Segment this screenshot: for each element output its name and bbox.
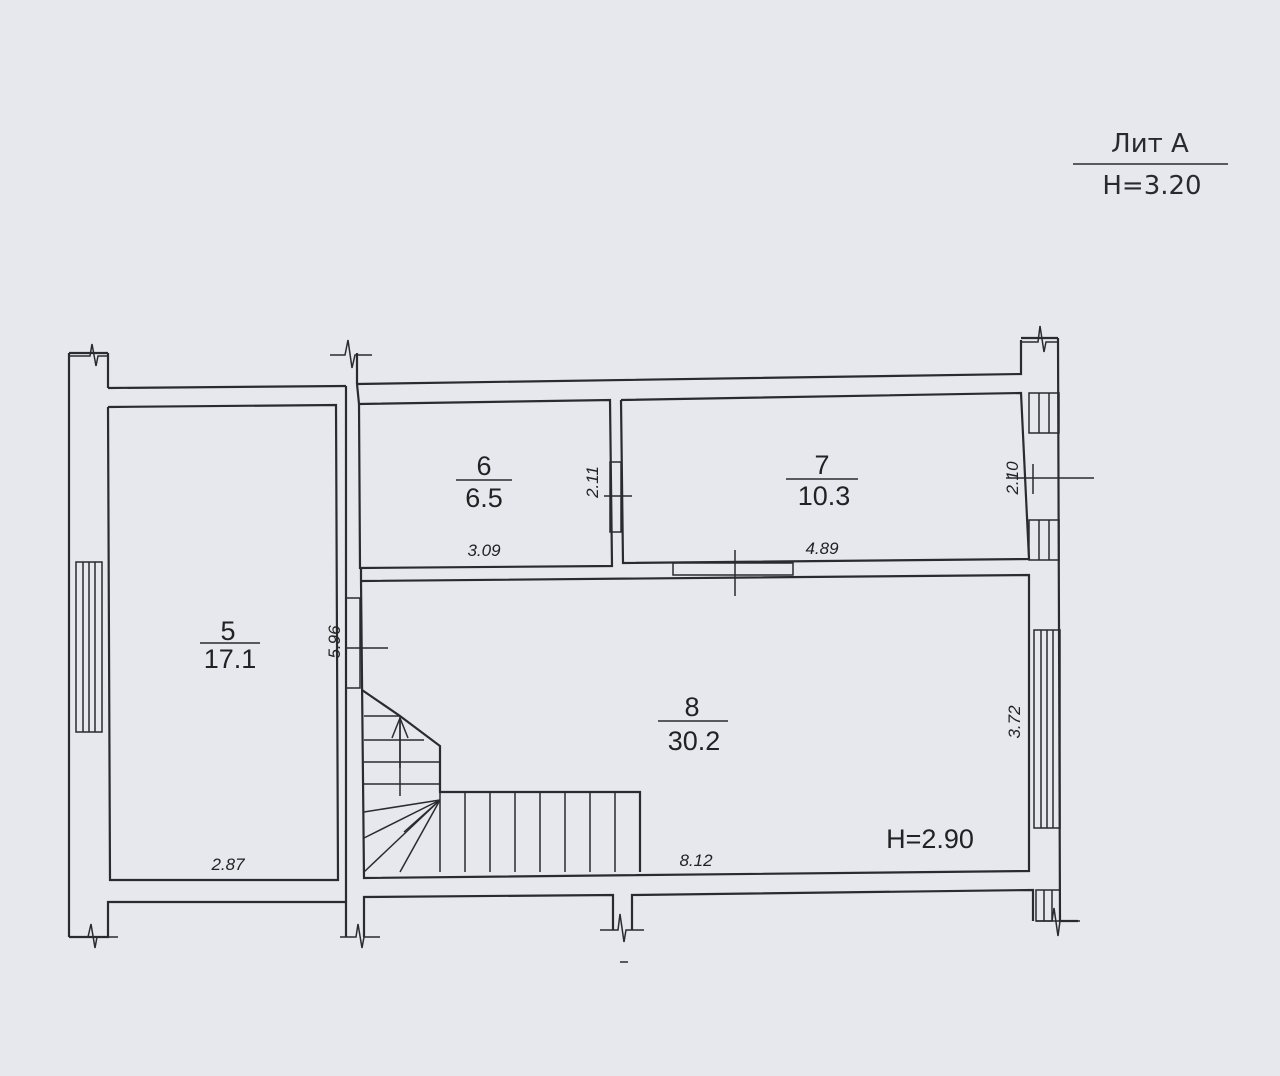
dimension-lines bbox=[346, 464, 1094, 649]
room-5-number: 5 bbox=[220, 616, 235, 646]
dim-room8-depth: 3.72 bbox=[1005, 705, 1024, 739]
window-right-top-b bbox=[1028, 519, 1060, 561]
dim-room5-width: 2.87 bbox=[210, 855, 245, 874]
room-label-8: 8 30.2 bbox=[658, 692, 728, 756]
room-7-area: 10.3 bbox=[798, 481, 851, 511]
dim-room7-width: 4.89 bbox=[805, 539, 839, 558]
title-block-name: Лит А bbox=[1111, 129, 1189, 159]
top-wall-outer-left bbox=[107, 384, 347, 390]
room-label-6: 6 6.5 bbox=[456, 451, 512, 513]
right-wall-outer bbox=[1056, 337, 1078, 923]
window-right-corner bbox=[1035, 889, 1061, 922]
stair-outline bbox=[361, 689, 642, 872]
wall-6-left-top bbox=[355, 383, 361, 405]
dim-room8-width: 8.12 bbox=[679, 851, 713, 870]
door-6-7 bbox=[609, 461, 622, 533]
title-block-height: H=3.20 bbox=[1102, 171, 1201, 201]
room-5-area: 17.1 bbox=[204, 644, 257, 674]
dim-room7-depth: 2.10 bbox=[1003, 461, 1022, 496]
top-wall-outer-right bbox=[356, 340, 1023, 386]
room-6-outline bbox=[357, 398, 614, 570]
door-7-8 bbox=[672, 562, 794, 576]
room-label-7: 7 10.3 bbox=[786, 450, 858, 511]
staircase bbox=[361, 689, 642, 873]
room-5-outline bbox=[106, 403, 340, 882]
bottom-wall-outer-right bbox=[630, 888, 1035, 930]
windows bbox=[75, 392, 1061, 922]
room-8-number: 8 bbox=[684, 692, 699, 722]
room-6-number: 6 bbox=[476, 451, 491, 481]
door-5-8 bbox=[345, 597, 361, 689]
exterior-walls bbox=[67, 336, 1078, 939]
room-7-number: 7 bbox=[814, 450, 829, 480]
dim-room5-length: 5.96 bbox=[325, 625, 344, 659]
doors bbox=[345, 461, 794, 689]
room-8-area: 30.2 bbox=[668, 726, 721, 756]
room-6-area: 6.5 bbox=[465, 483, 503, 513]
title-block: Лит А H=3.20 bbox=[1073, 129, 1228, 201]
room-8-outline bbox=[359, 573, 1031, 880]
room-label-5: 5 17.1 bbox=[200, 616, 260, 674]
room-height-label: H=2.90 bbox=[886, 824, 974, 854]
bottom-wall-outer-left bbox=[69, 900, 348, 939]
dim-room6-width: 3.09 bbox=[467, 541, 501, 560]
wall-break-marks bbox=[69, 325, 1080, 963]
bottom-wall-outer-mid bbox=[362, 893, 615, 937]
window-right-top-a bbox=[1028, 392, 1060, 434]
dim-room6-depth: 2.11 bbox=[583, 466, 602, 499]
